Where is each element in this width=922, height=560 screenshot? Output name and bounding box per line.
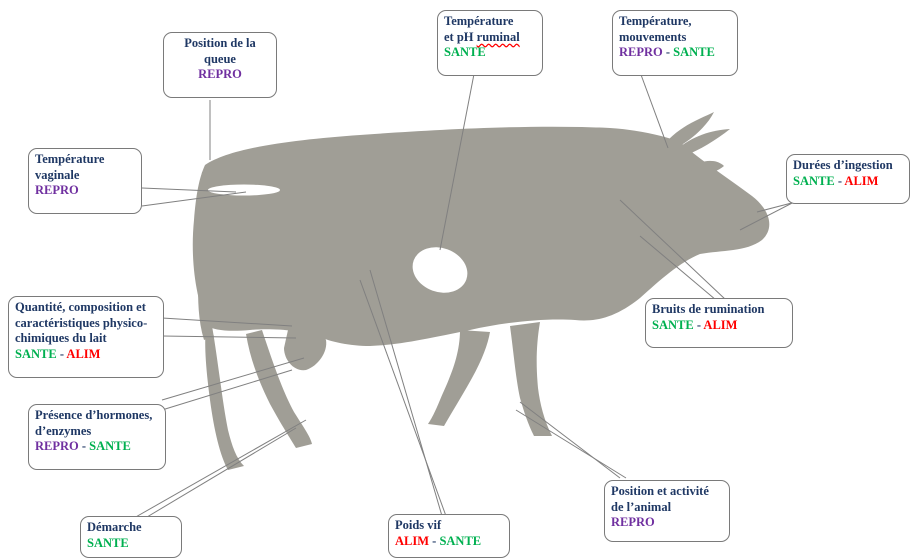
callout-label: Température bbox=[444, 14, 514, 28]
callout-position-activity: Position et activité de l’animal REPRO bbox=[604, 480, 730, 542]
leader-lines bbox=[133, 71, 808, 521]
cow-leg-front-right bbox=[510, 322, 552, 436]
callout-ruminal-ph: Température et pH ruminal SANTE bbox=[437, 10, 543, 76]
callout-label: Température bbox=[35, 152, 105, 166]
callout-ingestion: Durées d’ingestion SANTE - ALIM bbox=[786, 154, 910, 204]
callout-label: Température, bbox=[619, 14, 692, 28]
callout-label: ruminal bbox=[476, 29, 520, 44]
cow-leg-front-left bbox=[428, 330, 490, 426]
tag-repro: REPRO bbox=[198, 67, 242, 81]
callout-label: d’enzymes bbox=[35, 423, 92, 438]
callout-gait: Démarche SANTE bbox=[80, 516, 182, 558]
cow-body bbox=[192, 126, 770, 346]
callout-label: Position de la bbox=[184, 36, 256, 50]
callout-live-weight: Poids vif ALIM - SANTE bbox=[388, 514, 510, 558]
tag-sante: SANTE bbox=[439, 533, 482, 548]
callout-label: mouvements bbox=[619, 29, 687, 44]
tag-repro: REPRO bbox=[35, 439, 79, 453]
tag-alim: ALIM bbox=[703, 317, 738, 332]
callout-label: de l’animal bbox=[611, 499, 672, 514]
callout-label: Présence d’hormones, bbox=[35, 408, 153, 422]
tag-alim: ALIM bbox=[844, 173, 879, 188]
callout-label: queue bbox=[204, 51, 236, 66]
callout-tail-position: Position de la queue REPRO bbox=[163, 32, 277, 98]
callout-label: Durées d’ingestion bbox=[793, 158, 893, 172]
callout-milk: Quantité, composition et caractéristique… bbox=[8, 296, 164, 378]
callout-label: Démarche bbox=[87, 520, 142, 534]
tag-sante: SANTE bbox=[793, 173, 835, 188]
callout-rumination: Bruits de rumination SANTE - ALIM bbox=[645, 298, 793, 348]
callout-temp-movements: Température, mouvements REPRO - SANTE bbox=[612, 10, 738, 76]
callout-vaginal-temp: Température vaginale REPRO bbox=[28, 148, 142, 214]
callout-label: Bruits de rumination bbox=[652, 302, 765, 316]
tag-alim: ALIM bbox=[66, 346, 101, 361]
tag-sante: SANTE bbox=[673, 45, 715, 59]
vaginal-sensor-spot bbox=[208, 184, 280, 196]
callout-label: chimiques du lait bbox=[15, 331, 107, 345]
cow-horn bbox=[676, 129, 730, 156]
tag-repro: REPRO bbox=[35, 183, 79, 197]
tag-sante: SANTE bbox=[652, 317, 694, 332]
tag-sante: SANTE bbox=[87, 535, 129, 550]
callout-label: Quantité, composition et bbox=[15, 300, 146, 314]
callout-label: et pH bbox=[444, 29, 477, 44]
callout-label: caractéristiques physico- bbox=[15, 315, 148, 330]
tag-sante: SANTE bbox=[444, 45, 486, 59]
tag-sante: SANTE bbox=[89, 439, 131, 453]
tag-repro: REPRO bbox=[611, 515, 655, 529]
cow-horn bbox=[668, 112, 714, 146]
callout-hormones: Présence d’hormones, d’enzymes REPRO - S… bbox=[28, 404, 166, 470]
cow-udder bbox=[284, 328, 327, 371]
cow-leg-back-right bbox=[246, 330, 312, 448]
tag-repro: REPRO bbox=[619, 45, 663, 59]
ruminal-sensor-spot bbox=[412, 247, 468, 293]
callout-label: Position et activité bbox=[611, 484, 709, 498]
callout-label: vaginale bbox=[35, 167, 80, 182]
callout-label: Poids vif bbox=[395, 518, 442, 532]
cow-ear bbox=[690, 160, 724, 174]
cow-silhouette bbox=[192, 112, 770, 470]
cow-tail bbox=[198, 170, 214, 340]
cow-leg-back-left bbox=[205, 326, 244, 470]
tag-sante: SANTE bbox=[15, 346, 57, 361]
tag-alim: ALIM bbox=[395, 533, 430, 548]
